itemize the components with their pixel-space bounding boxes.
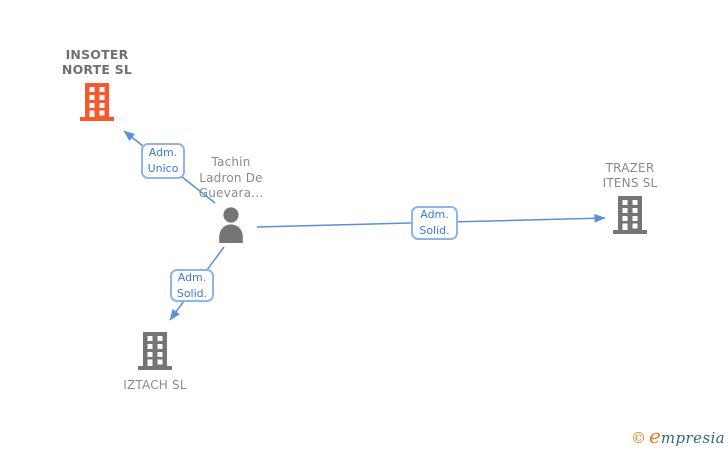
relation-box-adm-solid-iztach: Adm. Solid. [170, 269, 214, 302]
node-insoter-norte-sl[interactable]: INSOTER NORTE SL [47, 47, 147, 125]
brand-name: mpresia [660, 429, 725, 447]
company-name-line: INSOTER [65, 47, 129, 62]
relation-box-adm-solid-trazer: Adm. Solid. [411, 206, 458, 240]
building-icon [138, 332, 172, 374]
relation-label-line: Adm. [420, 208, 449, 221]
building-icon [613, 196, 647, 238]
person-icon [216, 207, 246, 247]
empresia-watermark: ©empresia [631, 424, 725, 448]
brand-initial: e [649, 424, 661, 448]
copyright-icon: © [631, 429, 647, 447]
person-name-line: Guevara... [198, 186, 264, 200]
building-icon [80, 83, 114, 125]
node-trazer-itens-sl[interactable]: TRAZER ITENS SL [580, 161, 680, 238]
company-name-line: IZTACH SL [123, 378, 187, 392]
relation-label-line: Unico [147, 162, 179, 175]
person-name-line: Ladron De [199, 170, 263, 185]
relation-label-line: Solid. [176, 286, 208, 300]
company-name-line: ITENS SL [602, 176, 658, 190]
node-iztach-sl[interactable]: IZTACH SL [105, 332, 205, 393]
person-name-line: Tachin [211, 155, 251, 169]
node-person[interactable] [216, 207, 246, 247]
relation-label-line: Adm. [148, 146, 178, 159]
relation-label-line: Adm. [177, 270, 207, 284]
node-person-name[interactable]: Tachin Ladron De Guevara... [181, 155, 281, 202]
relation-label-line: Solid. [419, 224, 450, 237]
relation-box-adm-unico: Adm. Unico [141, 143, 185, 179]
company-name-line: NORTE SL [61, 62, 133, 77]
company-name-line: TRAZER [605, 161, 655, 175]
